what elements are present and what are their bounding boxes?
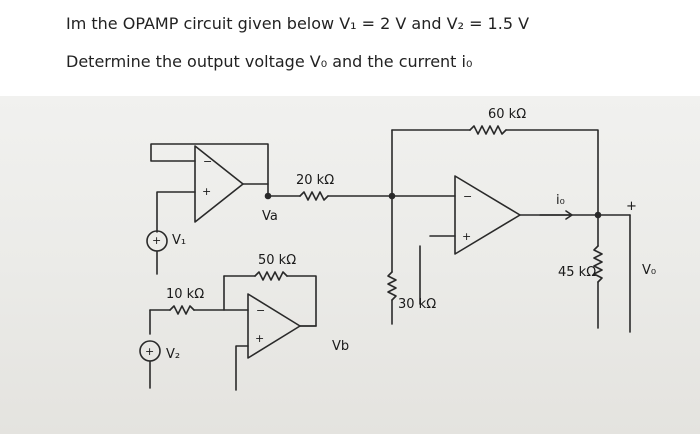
v2-source-plus-sign: +: [145, 345, 154, 358]
v1-source-plus-sign: +: [152, 234, 161, 247]
v1-wire: [156, 191, 196, 233]
question-header: Im the OPAMP circuit given below V₁ = 2 …: [0, 0, 700, 100]
opamp-b-noninverting-wire: [235, 345, 249, 391]
r-30k-zigzag: [387, 271, 397, 301]
r-60k-zigzag: [469, 125, 507, 135]
opamp-b-inverting-wire: [223, 275, 249, 311]
circuit-diagram: 60 kΩ 20 kΩ Va 50 kΩ 10 kΩ 30 kΩ 45 kΩ V…: [139, 107, 656, 391]
question-line-2: Determine the output voltage V₀ and the …: [66, 52, 473, 71]
label-vo: V₀: [642, 263, 656, 278]
r-20k-zigzag: [299, 191, 329, 201]
label-vb: Vb: [332, 339, 349, 354]
label-r-50k: 50 kΩ: [258, 253, 296, 268]
opamp-b: [247, 293, 301, 359]
opamp-a-plus-sign: +: [202, 185, 211, 198]
opamp-c: [454, 175, 521, 255]
label-v1: V₁: [172, 233, 186, 248]
circuit-photo: 60 kΩ 20 kΩ Va 50 kΩ 10 kΩ 30 kΩ 45 kΩ V…: [0, 96, 700, 434]
r-50k-wire-right: [286, 275, 317, 327]
opamp-a: [194, 145, 244, 223]
label-r-30k: 30 kΩ: [398, 297, 436, 312]
question-line-1: Im the OPAMP circuit given below V₁ = 2 …: [66, 14, 530, 33]
opamp-b-plus-sign: +: [255, 332, 264, 345]
opamp-a-minus-sign: −: [203, 155, 212, 168]
label-va: Va: [262, 209, 278, 224]
io-arrow: [539, 210, 573, 220]
r-10k-zigzag: [169, 305, 195, 315]
label-io: i₀: [556, 193, 565, 208]
r-50k-zigzag: [254, 271, 288, 281]
opamp-a-feedback-wire: [150, 143, 269, 185]
r-load-zigzag: [593, 245, 603, 283]
vo-plus-sign: +: [626, 199, 637, 214]
node-va-dot: [264, 192, 272, 200]
opamp-c-minus-sign: −: [463, 190, 472, 203]
label-r-20k: 20 kΩ: [296, 173, 334, 188]
label-r-10k: 10 kΩ: [166, 287, 204, 302]
label-r-60k: 60 kΩ: [488, 107, 526, 122]
opamp-a-output-wire: [242, 183, 269, 197]
label-v2: V₂: [166, 347, 180, 362]
feedback-wire-right: [505, 129, 599, 215]
opamp-b-minus-sign: −: [256, 304, 265, 317]
opamp-c-plus-sign: +: [462, 230, 471, 243]
label-r-load: 45 kΩ: [558, 265, 596, 280]
